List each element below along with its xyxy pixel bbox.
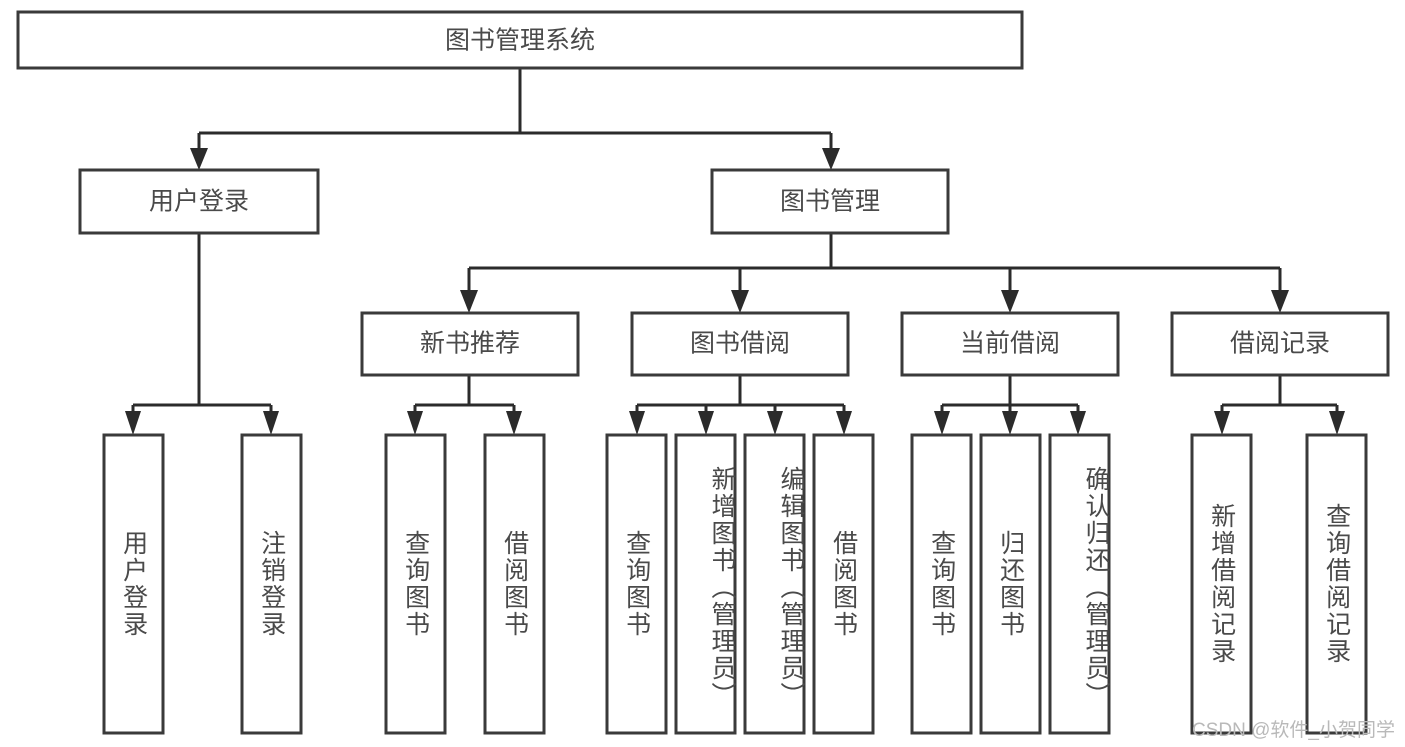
node-box-user-login[interactable] [78, 168, 320, 235]
label-current-borrow: 当前借阅 [960, 330, 1060, 358]
arrowhead-bookborrow-leaf-1 [629, 411, 645, 435]
node-box-leaf-edit-book[interactable] [743, 433, 806, 735]
node-box-leaf-confirm-return[interactable] [1048, 433, 1111, 735]
node-box-leaf-add-book[interactable] [674, 433, 737, 735]
arrowhead-book-mgmt [822, 148, 840, 170]
label-book-management: 图书管理 [780, 188, 880, 216]
node-box-leaf-query-book-1[interactable] [384, 433, 447, 735]
label-borrow-record: 借阅记录 [1230, 330, 1330, 358]
arrowhead-bookborrow-leaf-4 [836, 411, 852, 435]
arrowhead-new-book [460, 290, 478, 313]
connectors-root-to-level1 [190, 68, 840, 170]
arrowhead-borrowrecord-leaf-2 [1329, 411, 1345, 435]
arrowhead-currentborrow-leaf-3 [1070, 411, 1086, 435]
arrowhead-currentborrow-leaf-1 [934, 411, 950, 435]
node-box-root[interactable] [16, 10, 1024, 70]
connectors-borrowrecord-to-leaves [1214, 375, 1345, 435]
node-box-leaf-user-login[interactable] [102, 433, 165, 735]
label-user-login: 用户登录 [149, 188, 249, 216]
arrowhead-user-login [190, 148, 208, 170]
node-box-book-management[interactable] [710, 168, 950, 235]
node-box-book-borrow[interactable] [630, 311, 850, 377]
label-book-borrow: 图书借阅 [690, 330, 790, 358]
arrowhead-leaf-user-login [125, 411, 141, 435]
node-box-new-book-recommend[interactable] [360, 311, 580, 377]
connectors-bookborrow-to-leaves [629, 375, 852, 435]
node-box-current-borrow[interactable] [900, 311, 1120, 377]
node-box-leaf-query-book-2[interactable] [605, 433, 668, 735]
arrowhead-newbook-leaf-2 [506, 411, 522, 435]
label-root: 图书管理系统 [445, 27, 595, 55]
connectors-currentborrow-to-leaves [934, 375, 1086, 435]
arrowhead-current-borrow [1001, 290, 1019, 313]
node-box-leaf-borrow-book-1[interactable] [483, 433, 546, 735]
arrowhead-leaf-logout [263, 411, 279, 435]
csdn-watermark: CSDN @软件_小贺同学 [1192, 720, 1395, 741]
node-box-leaf-query-record[interactable] [1305, 433, 1368, 735]
node-box-leaf-add-record[interactable] [1190, 433, 1253, 735]
node-box-leaf-return-book[interactable] [979, 433, 1042, 735]
node-box-leaf-logout[interactable] [240, 433, 303, 735]
arrowhead-bookborrow-leaf-2 [698, 411, 714, 435]
arrowhead-borrowrecord-leaf-1 [1214, 411, 1230, 435]
connectors-newbook-to-leaves [407, 375, 522, 435]
arrowhead-book-borrow [731, 290, 749, 313]
label-new-book-recommend: 新书推荐 [420, 330, 520, 358]
arrowhead-borrow-record [1271, 290, 1289, 313]
connectors-bookmgmt-to-level2 [460, 233, 1289, 313]
node-box-leaf-borrow-book-2[interactable] [812, 433, 875, 735]
connectors-userlogin-to-leaves [125, 233, 279, 435]
node-box-borrow-record[interactable] [1170, 311, 1390, 377]
arrowhead-newbook-leaf-1 [407, 411, 423, 435]
arrowhead-currentborrow-leaf-2 [1002, 411, 1018, 435]
arrowhead-bookborrow-leaf-3 [767, 411, 783, 435]
node-box-leaf-query-book-3[interactable] [910, 433, 973, 735]
